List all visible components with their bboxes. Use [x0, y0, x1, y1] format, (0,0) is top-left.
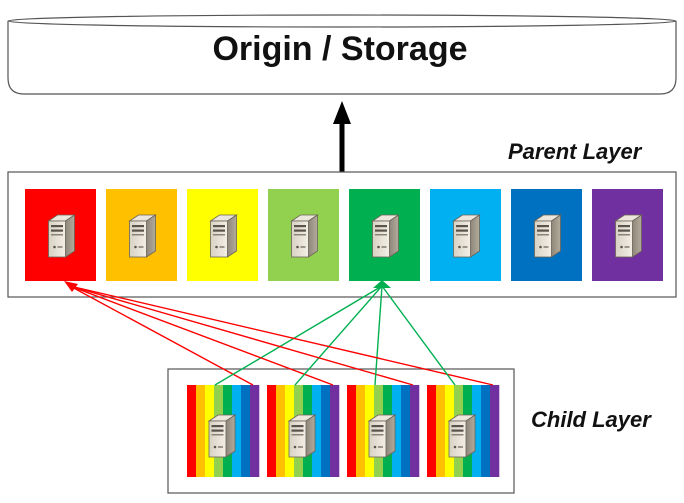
- child-server-1: [187, 385, 260, 477]
- server-icon: [534, 214, 561, 258]
- child-layer-label: Child Layer: [531, 407, 651, 432]
- server-icon: [288, 414, 316, 458]
- origin-title: Origin / Storage: [212, 30, 468, 68]
- green-connection-line: [374, 285, 383, 386]
- green-arrowhead: [373, 280, 391, 288]
- upload-arrow: [333, 101, 351, 172]
- server-icon: [291, 214, 318, 258]
- server-icon: [208, 414, 236, 458]
- red-connection-line: [69, 285, 494, 386]
- server-icon: [210, 214, 237, 258]
- green-connection-line: [381, 285, 456, 386]
- child-server-4: [427, 385, 500, 477]
- server-icon: [453, 214, 480, 258]
- server-icon: [129, 214, 156, 258]
- red-connection-line: [69, 285, 414, 386]
- child-server-3: [347, 385, 420, 477]
- connection-lines: [64, 280, 494, 386]
- red-arrowhead: [64, 281, 78, 292]
- child-server-group: [187, 385, 500, 477]
- parent-server-8: [592, 189, 663, 281]
- child-server-2: [267, 385, 340, 477]
- parent-server-2: [106, 189, 177, 281]
- green-connection-line: [294, 285, 383, 386]
- server-icon: [448, 414, 476, 458]
- red-connection-line: [69, 285, 334, 386]
- parent-server-5: [349, 189, 420, 281]
- parent-server-3: [187, 189, 258, 281]
- server-icon: [372, 214, 399, 258]
- server-icon: [615, 214, 642, 258]
- parent-server-4: [268, 189, 339, 281]
- parent-layer-label: Parent Layer: [508, 139, 642, 164]
- origin-storage-cylinder: [7, 14, 677, 95]
- parent-server-1: [25, 189, 96, 281]
- parent-server-7: [511, 189, 582, 281]
- parent-server-group: [25, 189, 663, 281]
- parent-server-6: [430, 189, 501, 281]
- green-connection-line: [214, 285, 383, 386]
- red-connection-line: [69, 285, 254, 386]
- server-icon: [48, 214, 75, 258]
- server-icon: [368, 414, 396, 458]
